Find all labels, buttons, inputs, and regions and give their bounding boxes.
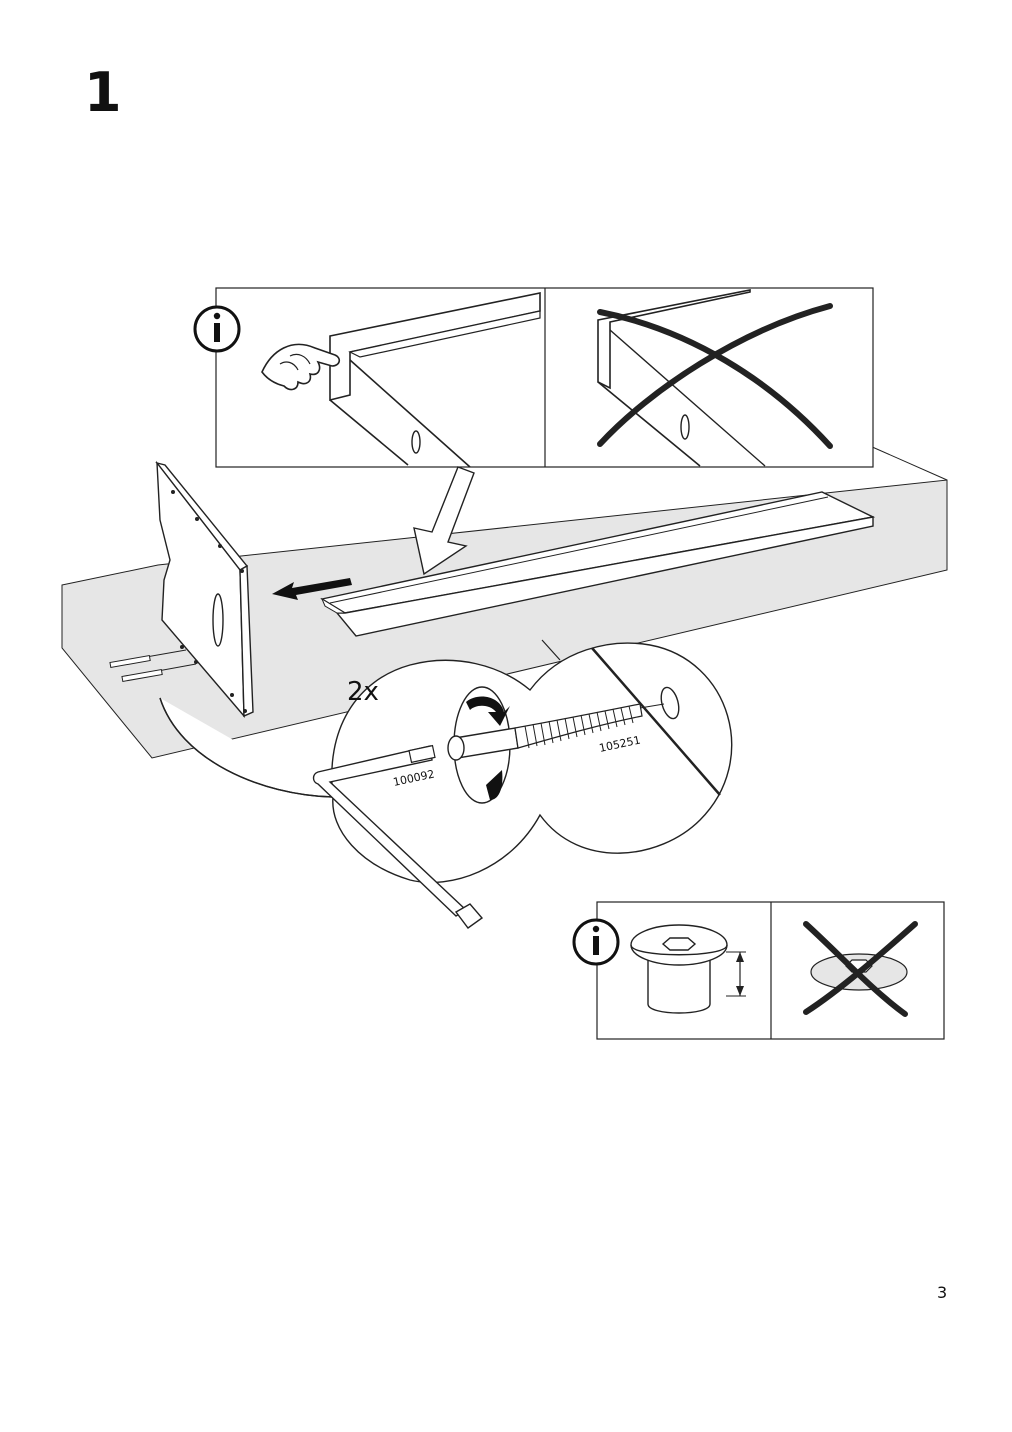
page-number: 3 bbox=[937, 1283, 948, 1302]
hex-key bbox=[312, 744, 484, 929]
step-number: 1 bbox=[84, 61, 122, 124]
direction-arrow-icon bbox=[272, 578, 352, 600]
quantity-label: 2x bbox=[347, 677, 379, 707]
screws bbox=[109, 649, 197, 683]
detail-callout-bubble bbox=[159, 642, 733, 884]
connector-screw bbox=[447, 703, 665, 761]
top-detail-panel bbox=[193, 287, 874, 468]
incorrect-cross-icon bbox=[597, 309, 833, 449]
shelf-board bbox=[320, 491, 876, 637]
bottom-detail-panel bbox=[572, 901, 945, 1040]
side-panel bbox=[155, 460, 254, 718]
pointer-arrow-icon bbox=[413, 466, 475, 576]
